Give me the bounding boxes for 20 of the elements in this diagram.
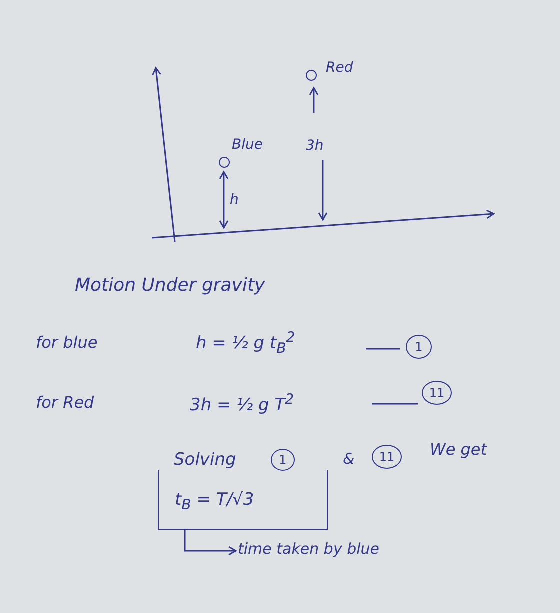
circled-number: 1 [406, 335, 432, 359]
note-text: We get [430, 440, 488, 459]
circled-number: 1 [271, 449, 295, 471]
arrow [184, 530, 237, 556]
note-text: for Red [36, 393, 94, 412]
ball-label: Red [326, 60, 354, 76]
dimension-label: 3h [306, 138, 324, 154]
note-text: Solving [174, 450, 236, 470]
note-text: time taken by blue [238, 538, 398, 560]
note-text: for blue [36, 333, 98, 352]
ball-label: Blue [232, 137, 263, 153]
circled-number: 11 [422, 381, 452, 405]
dimension-label: h [230, 192, 239, 208]
heading: Motion Under gravity [75, 275, 266, 296]
circled-number: 11 [372, 445, 402, 469]
answer-box: t$_{B}$ = T/√3 [158, 470, 328, 530]
ball [219, 157, 230, 168]
equation: 3h = ½ g T$^{2}$ [190, 392, 294, 416]
note-text: & [343, 450, 355, 468]
ball [306, 70, 317, 81]
